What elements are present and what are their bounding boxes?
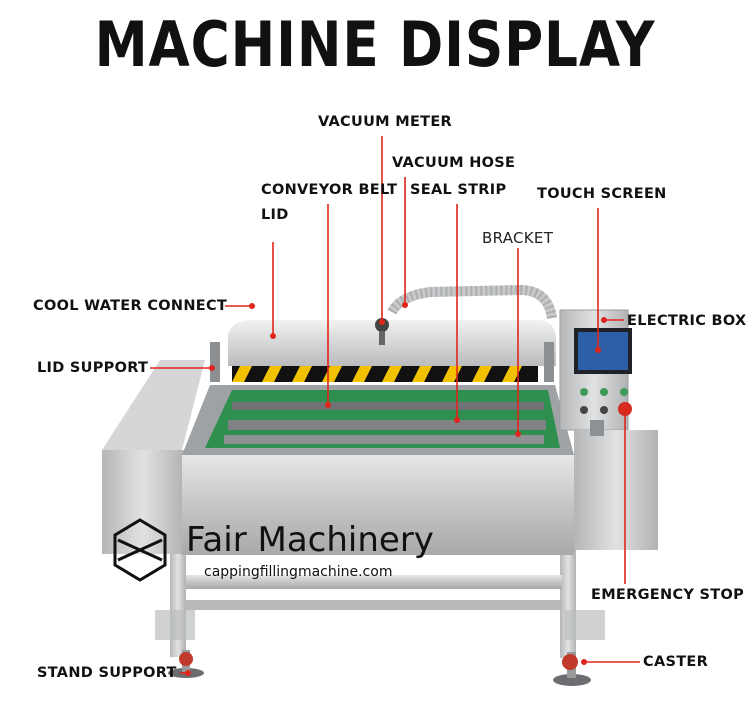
stand-frame bbox=[155, 545, 605, 658]
leader-dots bbox=[185, 302, 628, 676]
label-emergency-stop: EMERGENCY STOP bbox=[591, 587, 745, 603]
label-conveyor-belt: CONVEYOR BELT bbox=[261, 182, 398, 198]
brand-logo-icon bbox=[113, 518, 167, 582]
label-cool-water-connect: COOL WATER CONNECT bbox=[33, 298, 228, 314]
label-seal-strip: SEAL STRIP bbox=[410, 182, 507, 198]
label-touch-screen: TOUCH SCREEN bbox=[537, 186, 667, 202]
label-electric-box: ELECTRIC BOX bbox=[627, 313, 747, 329]
label-bracket: BRACKET bbox=[482, 229, 554, 247]
label-stand-support: STAND SUPPORT bbox=[37, 665, 177, 681]
machine-lid bbox=[228, 320, 556, 366]
hazard-strip bbox=[232, 366, 538, 382]
watermark-brand: Fair Machinery bbox=[186, 520, 434, 560]
label-lid-support: LID SUPPORT bbox=[37, 360, 149, 376]
electric-box bbox=[559, 309, 632, 431]
label-vacuum-hose: VACUUM HOSE bbox=[392, 155, 516, 171]
label-lid: LID bbox=[261, 207, 289, 223]
watermark-website: cappingfillingmachine.com bbox=[204, 564, 393, 580]
leader-lines bbox=[150, 136, 640, 674]
chamber-body bbox=[182, 455, 574, 555]
caster-wheels bbox=[168, 650, 591, 686]
page-title: MACHINE DISPLAY bbox=[94, 8, 656, 81]
label-vacuum-meter: VACUUM METER bbox=[318, 114, 453, 130]
label-caster: CASTER bbox=[643, 654, 709, 670]
